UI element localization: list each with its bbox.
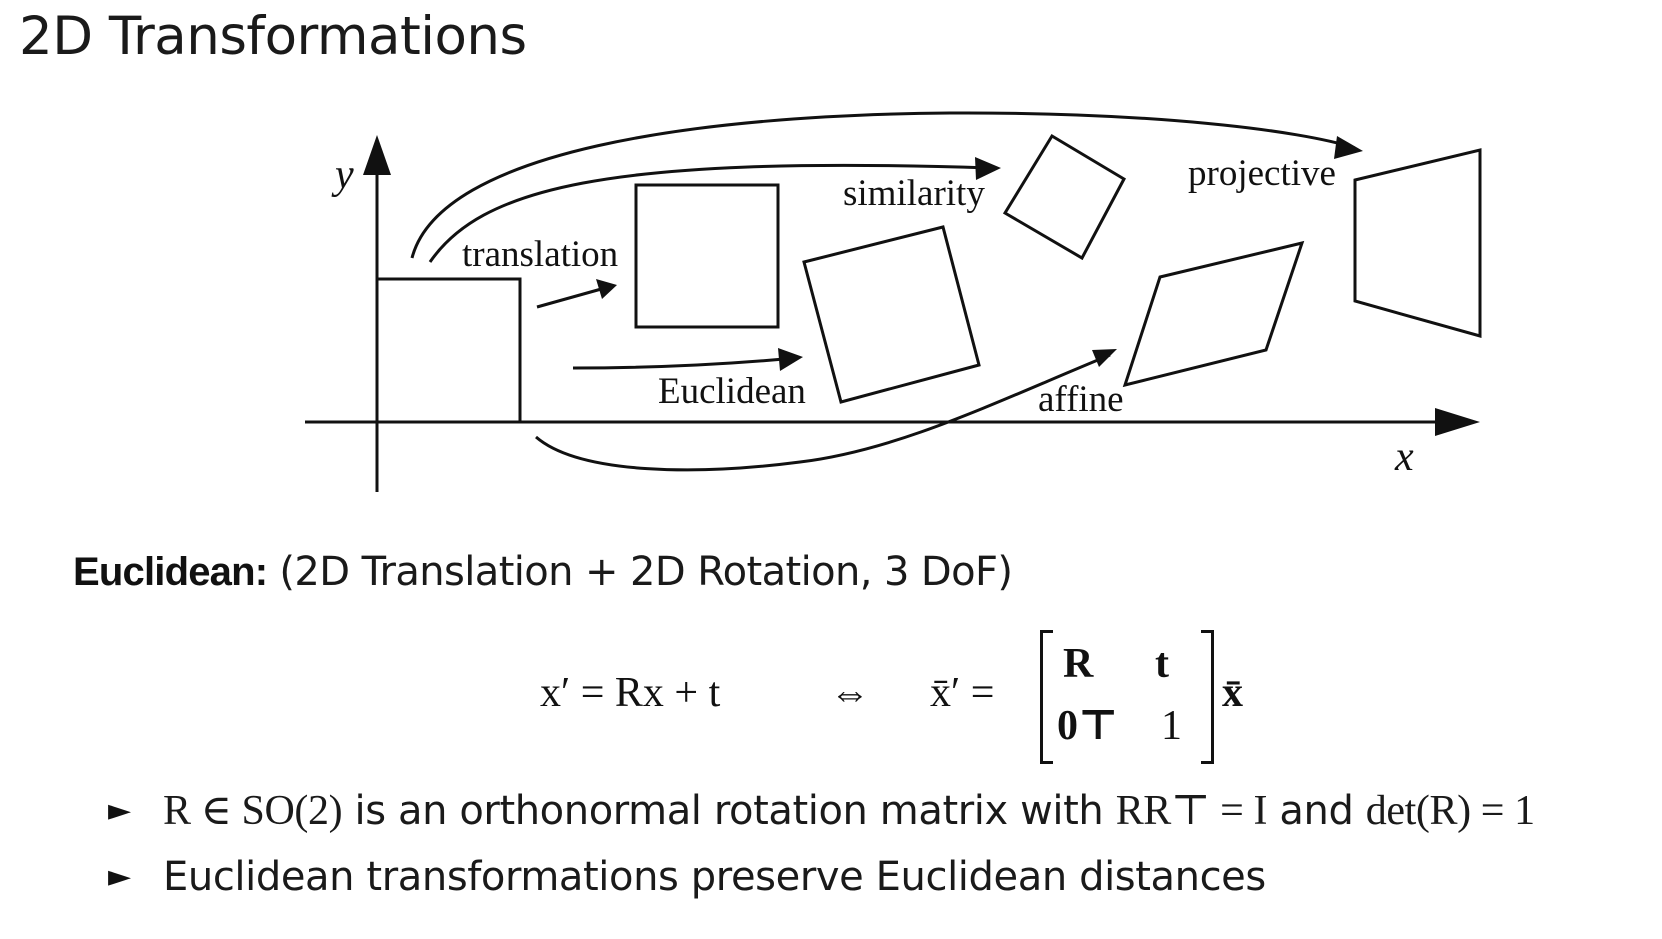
- original-square: [375, 277, 522, 422]
- homogeneous-vector: x̄: [1222, 670, 1243, 716]
- euclidean-square: [802, 225, 981, 404]
- math-orthonormal-condition: RR⊤ = I: [1115, 788, 1268, 834]
- matrix-cell-zero-row: 0⊤: [1057, 703, 1119, 749]
- projective-arrowhead: [1334, 136, 1363, 159]
- translation-label: translation: [462, 234, 618, 275]
- section-heading: Euclidean: (2D Translation + 2D Rotation…: [73, 547, 1013, 597]
- similarity-arrow: [428, 163, 991, 263]
- affine-parallelogram: [1122, 240, 1305, 388]
- transformations-diagram: y x translation Euclidean similarity aff…: [305, 111, 1482, 492]
- matrix-cell-one: 1: [1161, 703, 1182, 749]
- similarity-square: [1002, 133, 1126, 261]
- x-axis-arrowhead: [1435, 408, 1480, 436]
- euclidean-arrowhead: [778, 348, 803, 371]
- euclidean-equation: x′ = Rx + t ⇔ x̄′ = R t 0⊤ 1 x̄: [540, 628, 1260, 766]
- bullet-text-part2: and: [1267, 788, 1366, 834]
- similarity-arrowhead: [975, 157, 1001, 180]
- translation-arrowhead: [596, 279, 617, 299]
- section-heading-bold: Euclidean:: [73, 550, 268, 594]
- matrix-cell-rotation: R: [1063, 641, 1094, 687]
- triangle-bullet-icon: ►: [108, 793, 131, 828]
- translated-square: [634, 183, 780, 329]
- math-determinant-condition: det(R) = 1: [1365, 788, 1535, 834]
- bullet-list: ► R ∈ SO(2) is an orthonormal rotation m…: [108, 784, 1535, 916]
- projective-label: projective: [1188, 153, 1336, 194]
- bullet-text-part1: is an orthonormal rotation matrix with: [342, 788, 1116, 834]
- slide-title: 2D Transformations: [19, 6, 527, 67]
- math-rotation-group: R ∈ SO(2): [163, 788, 343, 834]
- bullet-text: Euclidean transformations preserve Eucli…: [163, 854, 1266, 900]
- affine-label: affine: [1038, 379, 1124, 420]
- section-heading-description: (2D Translation + 2D Rotation, 3 DoF): [267, 549, 1013, 595]
- projective-arrow: [410, 111, 1356, 259]
- triangle-bullet-icon: ►: [108, 859, 131, 894]
- equation-homogeneous-lhs: x̄′ =: [930, 670, 995, 716]
- transformation-matrix: R t 0⊤ 1: [1040, 630, 1214, 764]
- y-axis-label: y: [331, 152, 354, 198]
- y-axis-arrowhead: [363, 135, 391, 175]
- similarity-label: similarity: [843, 173, 985, 214]
- euclidean-label: Euclidean: [658, 371, 806, 412]
- projective-trapezoid: [1353, 148, 1482, 338]
- equation-inhomogeneous: x′ = Rx + t: [540, 670, 721, 716]
- affine-arrow: [535, 353, 1111, 472]
- equivalence-symbol: ⇔: [830, 670, 870, 715]
- bullet-item-rotation-matrix: ► R ∈ SO(2) is an orthonormal rotation m…: [108, 784, 1535, 850]
- affine-arrowhead: [1092, 349, 1117, 367]
- matrix-cell-translation: t: [1155, 641, 1169, 687]
- euclidean-arrow: [572, 356, 796, 370]
- bullet-item-distances: ► Euclidean transformations preserve Euc…: [108, 850, 1535, 916]
- x-axis-label: x: [1394, 434, 1414, 480]
